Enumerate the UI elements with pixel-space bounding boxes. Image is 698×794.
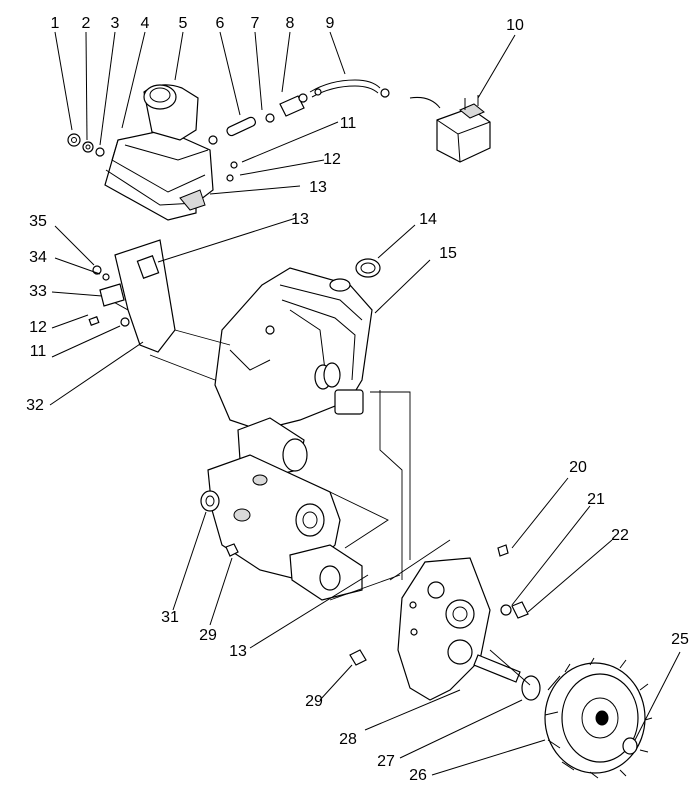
callout-25: 25 bbox=[671, 631, 689, 648]
engine bbox=[214, 267, 373, 479]
callout-29: 29 bbox=[199, 627, 217, 644]
callout-13-bracket: 13 bbox=[291, 211, 309, 228]
callout-29-plate: 29 bbox=[305, 693, 323, 710]
callout-3: 3 bbox=[111, 15, 120, 32]
fuel-tank bbox=[104, 129, 214, 221]
callout-2: 2 bbox=[82, 15, 91, 32]
callout-4: 4 bbox=[141, 15, 150, 32]
callout-32: 32 bbox=[26, 397, 44, 414]
callout-9: 9 bbox=[326, 15, 335, 32]
callout-7: 7 bbox=[251, 15, 260, 32]
tank-bracket bbox=[88, 239, 176, 353]
callout-35: 35 bbox=[29, 213, 47, 230]
callout-33: 33 bbox=[29, 283, 47, 300]
side-plate bbox=[397, 557, 491, 701]
callout-12-bracket: 12 bbox=[29, 319, 47, 336]
housing-plate bbox=[207, 454, 363, 601]
primer-switch-assembly bbox=[409, 95, 491, 163]
fitting-parts-11-12 bbox=[226, 161, 238, 182]
callout-21: 21 bbox=[587, 491, 605, 508]
callout-labels: 1 2 3 4 5 6 7 8 9 10 11 12 13 13 14 15 3… bbox=[26, 15, 689, 784]
fuel-cap bbox=[143, 84, 199, 141]
callout-10: 10 bbox=[506, 17, 524, 34]
callout-11: 11 bbox=[340, 115, 357, 132]
assembly-centerlines bbox=[149, 329, 531, 686]
callout-5: 5 bbox=[179, 15, 188, 32]
callout-11-bracket: 11 bbox=[30, 343, 47, 360]
leader-lines bbox=[49, 31, 681, 776]
callout-12: 12 bbox=[323, 151, 341, 168]
axle-and-hardware bbox=[349, 544, 541, 701]
callout-27: 27 bbox=[377, 753, 395, 770]
callout-28: 28 bbox=[339, 731, 357, 748]
callout-34: 34 bbox=[29, 249, 47, 266]
callout-6: 6 bbox=[216, 15, 225, 32]
fuel-line-assembly bbox=[208, 79, 390, 145]
spacer-and-nut bbox=[200, 490, 239, 557]
parts-illustration bbox=[67, 79, 653, 779]
cable-clip bbox=[355, 258, 381, 278]
callout-20: 20 bbox=[569, 459, 587, 476]
callout-31: 31 bbox=[161, 609, 179, 626]
callout-26: 26 bbox=[409, 767, 427, 784]
callout-13-housing: 13 bbox=[229, 643, 247, 660]
callout-13: 13 bbox=[309, 179, 327, 196]
callout-14: 14 bbox=[419, 211, 437, 228]
washer-nut-parts-1-3 bbox=[67, 133, 105, 157]
callout-22: 22 bbox=[611, 527, 629, 544]
wheel bbox=[544, 657, 653, 779]
callout-1: 1 bbox=[51, 15, 60, 32]
callout-8: 8 bbox=[286, 15, 295, 32]
callout-15: 15 bbox=[439, 245, 457, 262]
